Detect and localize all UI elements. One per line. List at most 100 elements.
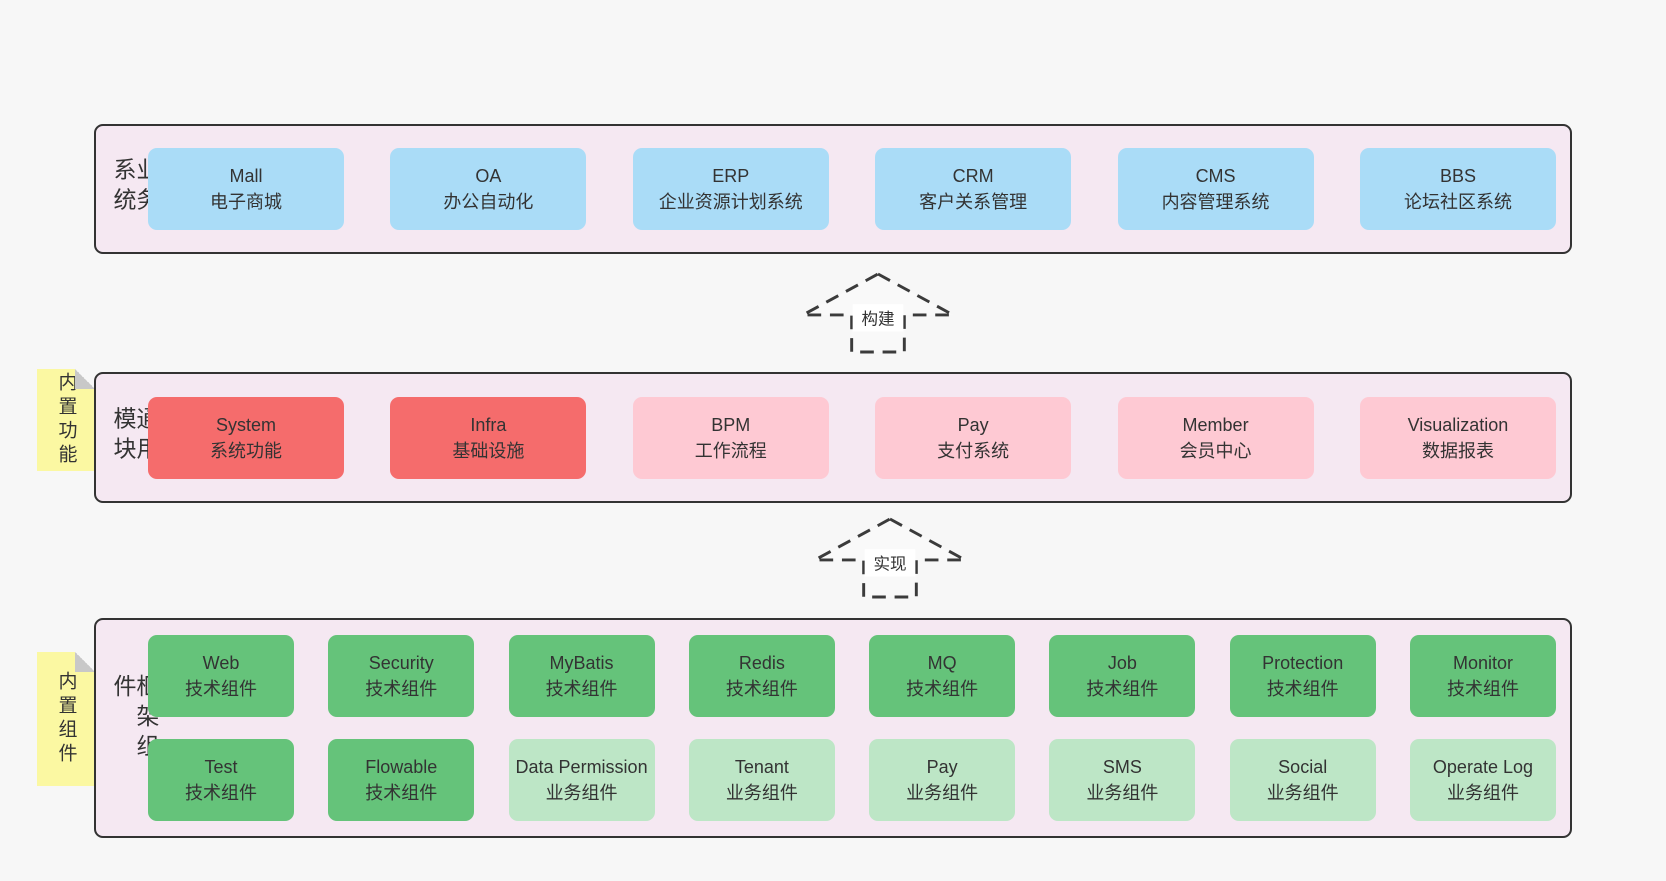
components-rows: Web 技术组件 Security 技术组件 MyBatis 技术组件 Redi… (148, 620, 1556, 836)
box-subtitle: 技术组件 (365, 783, 438, 803)
arrow-label: 实现 (873, 554, 906, 573)
box-name: BPM (711, 414, 751, 435)
box-system: System 系统功能 (148, 396, 344, 479)
box-name: Security (368, 653, 434, 673)
sticky-note-builtin-features: 内置功能 (37, 369, 95, 471)
box-name: Web (202, 653, 240, 673)
arrow-label: 构建 (861, 309, 894, 328)
box-subtitle: 业务组件 (1446, 783, 1519, 803)
business-systems-panel: 业务系统 Mall 电子商城 OA 办公自动化 ERP 企业资源计划系统 CRM… (94, 124, 1572, 254)
box-subtitle: 内容管理系统 (1161, 192, 1270, 212)
sticky-note-label: 内置功能 (55, 372, 77, 468)
box-name: CMS (1195, 166, 1236, 186)
box-subtitle: 技术组件 (185, 783, 257, 803)
box-name: Data Permission (515, 757, 648, 777)
box-tenant: Tenant 业务组件 (688, 739, 835, 821)
box-name: Job (1107, 653, 1137, 673)
box-subtitle: 技术组件 (1086, 679, 1159, 699)
box-subtitle: 业务组件 (725, 783, 798, 803)
box-subtitle: 系统功能 (210, 440, 282, 461)
box-data-permission: Data Permission 业务组件 (508, 739, 655, 821)
box-operate-log: Operate Log 业务组件 (1409, 739, 1556, 821)
box-redis: Redis 技术组件 (688, 635, 835, 717)
box-subtitle: 技术组件 (185, 679, 257, 699)
box-mall: Mall 电子商城 (148, 148, 344, 230)
build-arrow: 构建 (802, 272, 954, 354)
box-mybatis: MyBatis 技术组件 (508, 635, 655, 717)
box-subtitle: 技术组件 (365, 679, 438, 699)
box-subtitle: 办公自动化 (443, 192, 534, 212)
box-name: Social (1278, 757, 1328, 777)
box-name: Pay (926, 757, 958, 777)
box-subtitle: 业务组件 (545, 783, 618, 803)
box-social: Social 业务组件 (1229, 739, 1376, 821)
box-crm: CRM 客户关系管理 (875, 148, 1072, 230)
sticky-note-builtin-components: 内置组件 (37, 652, 95, 786)
box-name: Redis (738, 653, 785, 673)
box-subtitle: 技术组件 (725, 679, 798, 699)
box-bbs: BBS 论坛社区系统 (1359, 148, 1556, 230)
box-name: Protection (1262, 653, 1344, 673)
box-name: Monitor (1452, 653, 1513, 673)
box-subtitle: 支付系统 (937, 440, 1010, 461)
box-subtitle: 技术组件 (1446, 679, 1519, 699)
box-bpm: BPM 工作流程 (632, 396, 829, 479)
box-name: BBS (1439, 166, 1476, 186)
box-sms: SMS 业务组件 (1049, 739, 1196, 821)
box-name: Visualization (1407, 414, 1509, 435)
box-name: MQ (927, 653, 957, 673)
box-subtitle: 业务组件 (906, 783, 979, 803)
box-subtitle: 电子商城 (210, 192, 282, 212)
components-row-1: Web 技术组件 Security 技术组件 MyBatis 技术组件 Redi… (148, 635, 1556, 717)
box-name: MyBatis (549, 653, 614, 673)
box-name: SMS (1102, 757, 1142, 777)
box-name: Mall (229, 166, 263, 186)
box-subtitle: 客户关系管理 (919, 192, 1028, 212)
box-subtitle: 技术组件 (1266, 679, 1339, 699)
box-name: OA (475, 166, 502, 186)
box-subtitle: 基础设施 (452, 440, 525, 461)
box-monitor: Monitor 技术组件 (1409, 635, 1556, 717)
box-pay-biz: Pay 业务组件 (869, 739, 1016, 821)
box-security: Security 技术组件 (328, 635, 475, 717)
box-name: Pay (957, 414, 989, 435)
box-name: Tenant (734, 757, 789, 777)
box-pay: Pay 支付系统 (875, 396, 1072, 479)
box-test: Test 技术组件 (148, 739, 294, 821)
box-subtitle: 技术组件 (545, 679, 618, 699)
sticky-note-label: 内置组件 (55, 671, 77, 767)
box-name: ERP (712, 166, 750, 186)
box-job: Job 技术组件 (1049, 635, 1196, 717)
box-subtitle: 会员中心 (1179, 440, 1252, 461)
components-row-2: Test 技术组件 Flowable 技术组件 Data Permission … (148, 739, 1556, 821)
business-row: Mall 电子商城 OA 办公自动化 ERP 企业资源计划系统 CRM 客户关系… (148, 126, 1556, 252)
arrow-label-bg (864, 549, 916, 577)
box-subtitle: 业务组件 (1086, 783, 1159, 803)
box-name: Member (1182, 414, 1249, 435)
box-subtitle: 业务组件 (1266, 783, 1339, 803)
box-subtitle: 技术组件 (906, 679, 979, 699)
box-infra: Infra 基础设施 (390, 396, 587, 479)
box-name: Test (204, 757, 238, 777)
box-visualization: Visualization 数据报表 (1359, 396, 1556, 479)
box-member: Member 会员中心 (1117, 396, 1314, 479)
box-oa: OA 办公自动化 (390, 148, 587, 230)
box-protection: Protection 技术组件 (1229, 635, 1376, 717)
box-cms: CMS 内容管理系统 (1117, 148, 1314, 230)
modules-row: System 系统功能 Infra 基础设施 BPM 工作流程 Pay 支付系统… (148, 374, 1556, 501)
box-name: Operate Log (1432, 757, 1533, 777)
box-subtitle: 工作流程 (694, 440, 767, 461)
box-name: System (215, 414, 276, 435)
common-modules-panel: 通用模块 System 系统功能 Infra 基础设施 BPM 工作流程 Pay… (94, 372, 1572, 503)
box-name: CRM (952, 166, 994, 186)
box-name: Infra (470, 414, 507, 435)
box-subtitle: 数据报表 (1421, 440, 1494, 461)
framework-components-panel: 框架组件 Web 技术组件 Security 技术组件 MyBatis 技术组件… (94, 618, 1572, 838)
box-flowable: Flowable 技术组件 (328, 739, 475, 821)
box-web: Web 技术组件 (148, 635, 294, 717)
box-erp: ERP 企业资源计划系统 (632, 148, 829, 230)
box-mq: MQ 技术组件 (869, 635, 1016, 717)
box-subtitle: 论坛社区系统 (1403, 192, 1512, 212)
box-subtitle: 企业资源计划系统 (658, 192, 803, 212)
